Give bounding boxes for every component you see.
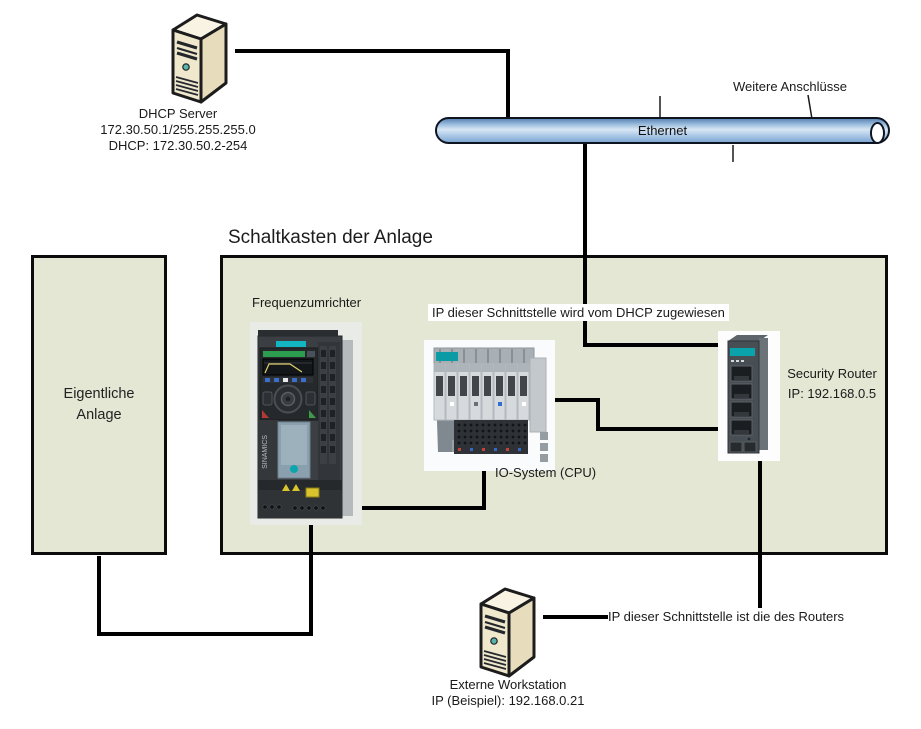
- dhcp-server-icon: [171, 13, 228, 104]
- ethernet-bus: Ethernet: [435, 117, 890, 144]
- dhcp-server-label: DHCP Server 172.30.50.1/255.255.255.0 DH…: [58, 106, 298, 154]
- externe-workstation-label: Externe Workstation IP (Beispiel): 192.1…: [408, 677, 608, 709]
- router-interface-note: IP dieser Schnittstelle ist die des Rout…: [608, 609, 845, 624]
- ethernet-label: Ethernet: [637, 123, 688, 138]
- dhcp-server-address: 172.30.50.1/255.255.255.0: [100, 122, 256, 137]
- sinamics-brand-text: SINAMICS: [262, 435, 269, 469]
- weitere-anschluesse-pointer-line: [807, 94, 813, 120]
- ethernet-bus-end-cap: [870, 121, 885, 144]
- security-router-image: [718, 331, 780, 461]
- dhcp-assignment-note: IP dieser Schnittstelle wird vom DHCP zu…: [428, 304, 729, 321]
- security-router-ip: IP: 192.168.0.5: [787, 386, 877, 401]
- io-system-label: IO-System (CPU): [495, 465, 597, 480]
- eigentliche-anlage-line2: Anlage: [76, 407, 122, 423]
- frequenzumrichter-image: SINAMICS: [250, 322, 362, 525]
- security-router-name: Security Router: [787, 366, 877, 381]
- frequenzumrichter-label: Frequenzumrichter: [252, 295, 362, 310]
- externe-workstation-ip: IP (Beispiel): 192.168.0.21: [431, 693, 585, 708]
- eigentliche-anlage-box: Eigentliche Anlage: [31, 255, 167, 555]
- eigentliche-anlage-line1: Eigentliche: [63, 386, 135, 402]
- weitere-anschluesse-label: Weitere Anschlüsse: [733, 79, 847, 94]
- dhcp-server-name: DHCP Server: [138, 106, 218, 121]
- externe-workstation-icon: [479, 587, 536, 678]
- schaltkasten-title: Schaltkasten der Anlage: [228, 227, 433, 248]
- externe-workstation-name: Externe Workstation: [449, 677, 567, 692]
- eigentliche-anlage-label: Eigentliche Anlage: [64, 384, 135, 426]
- io-system-image: [424, 340, 555, 471]
- dhcp-server-range: DHCP: 172.30.50.2-254: [108, 138, 248, 153]
- security-router-label: Security Router IP: 192.168.0.5: [778, 366, 886, 402]
